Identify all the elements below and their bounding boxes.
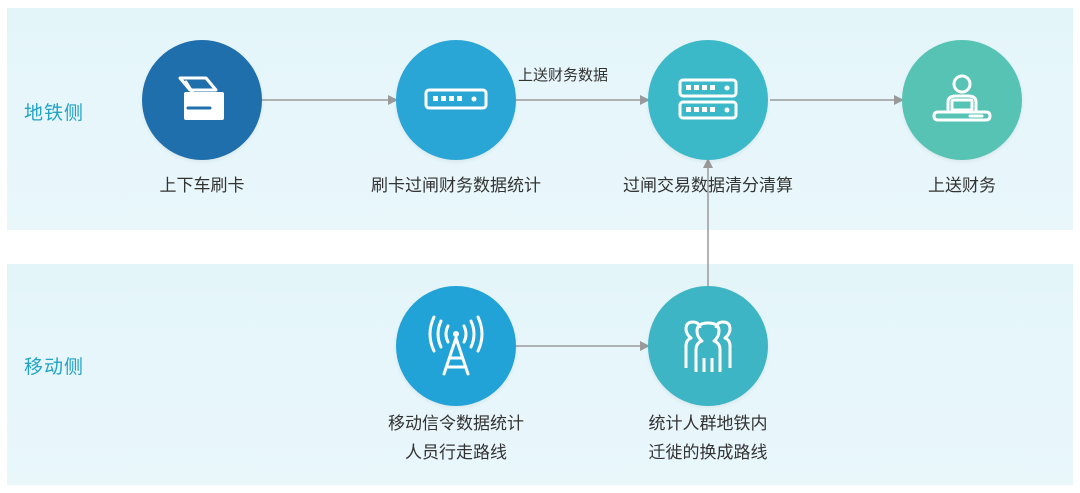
node-clearing [648,40,768,160]
node-signal-stats-label-line1: 移动信令数据统计 [388,414,524,434]
node-card-swipe [142,40,262,160]
node-crowd-stats-label-line1: 统计人群地铁内 [648,414,768,434]
node-crowd-stats [648,286,768,406]
user-laptop-icon [932,74,992,122]
node-signal-stats-label-line2: 人员行走路线 [405,443,507,463]
mobile-band-label: 移动侧 [24,356,85,378]
node-clearing-label: 过闸交易数据清分清算 [623,176,793,196]
node-crowd-stats-label: 统计人群地铁内 迁徙的换成路线 [588,410,828,468]
signal-tower-icon [428,315,484,376]
card-reader-icon [424,88,488,110]
metro-band-label: 地铁侧 [24,102,85,124]
node-card-swipe-label: 上下车刷卡 [159,176,245,196]
edge-label-upload-finance-data: 上送财务数据 [518,66,609,84]
card-swipe-icon [178,76,224,120]
node-finance [902,40,1022,160]
node-crowd-stats-label-line2: 迁徙的换成路线 [648,443,768,463]
crowd-icon [684,320,732,372]
server-icon [678,78,738,120]
mobile-band [7,264,1073,485]
node-signal-stats [396,286,516,406]
node-gate-stats-label: 刷卡过闸财务数据统计 [371,176,541,196]
node-gate-stats [396,40,516,160]
node-finance-label: 上送财务 [928,176,996,196]
node-signal-stats-label: 移动信令数据统计 人员行走路线 [336,410,576,468]
